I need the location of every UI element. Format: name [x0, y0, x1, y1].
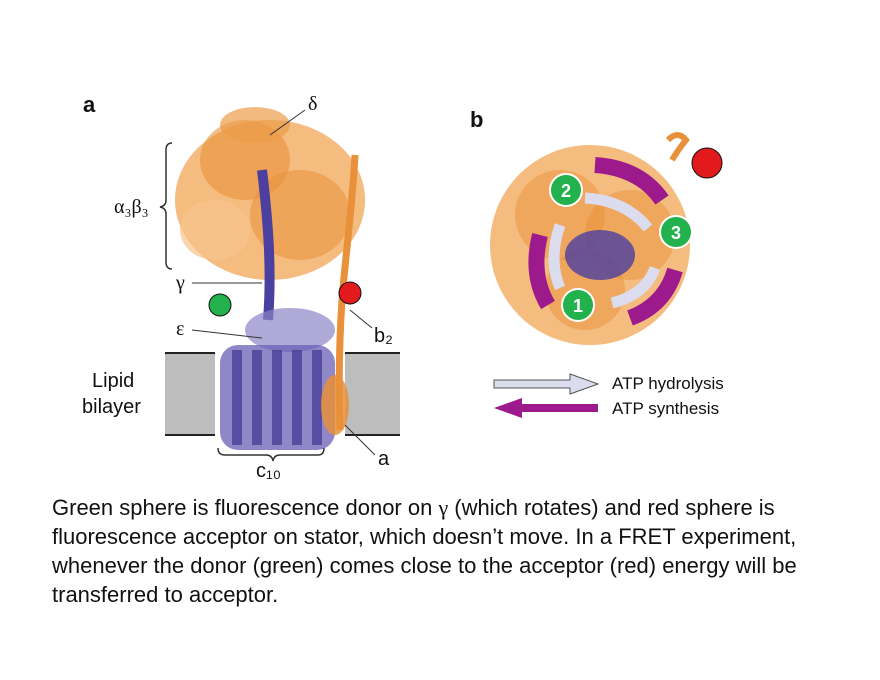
- hydrolysis-arrow-left: [548, 223, 566, 291]
- hydrolysis-arrow-right: [610, 265, 661, 309]
- site-1-marker: [561, 288, 595, 322]
- caption-part2: (which rotates) and red sphere is fluore…: [52, 495, 797, 607]
- delta-label: δ: [308, 93, 318, 115]
- legend-synthesis-arrow: [494, 398, 598, 418]
- alpha3beta3-label: α₃β₃: [114, 196, 149, 218]
- c10-bracket: [217, 447, 325, 462]
- gamma-stalk: [257, 169, 275, 321]
- caption-part1: Green sphere is fluorescence donor on: [52, 495, 439, 520]
- figure-graphic: 1 2 3: [159, 107, 723, 462]
- epsilon-label: ε: [176, 318, 185, 340]
- donor-sphere-a: [208, 293, 232, 317]
- membrane-slab-left: [165, 353, 215, 435]
- acceptor-sphere-a: [338, 281, 362, 305]
- panel-a-label: a: [83, 92, 96, 117]
- hydrolysis-arrow-top: [584, 192, 653, 232]
- panel-b-label: b: [470, 107, 484, 132]
- caption-gamma: γ: [438, 495, 449, 520]
- membrane-slab-right: [345, 353, 400, 435]
- epsilon-subunit: [245, 308, 335, 352]
- legend-synthesis-label: ATP synthesis: [612, 399, 720, 418]
- c10-label: c₁₀: [256, 460, 282, 482]
- a-subunit: [321, 375, 349, 435]
- a-subunit-label: a: [378, 448, 390, 470]
- synthesis-arrow-right: [626, 267, 683, 326]
- gamma-label: γ: [176, 272, 185, 294]
- b2-label: b₂: [374, 325, 393, 347]
- site-2-label: 2: [561, 181, 571, 201]
- legend-hydrolysis-arrow: [493, 373, 600, 395]
- caption: Green sphere is fluorescence donor on γ …: [52, 493, 852, 609]
- c10-ring: [220, 345, 335, 450]
- lipid-label-line1: Lipid: [92, 370, 135, 392]
- site-3-label: 3: [671, 223, 681, 243]
- acceptor-sphere-b: [691, 147, 723, 179]
- site-1-label: 1: [573, 296, 583, 316]
- site-2-marker: [549, 173, 583, 207]
- site-3-marker: [659, 215, 693, 249]
- synthesis-arrow-left: [528, 233, 556, 310]
- lipid-label-line2: bilayer: [82, 396, 141, 418]
- alpha3beta3-bracket: [159, 142, 173, 270]
- legend-hydrolysis-label: ATP hydrolysis: [612, 374, 724, 393]
